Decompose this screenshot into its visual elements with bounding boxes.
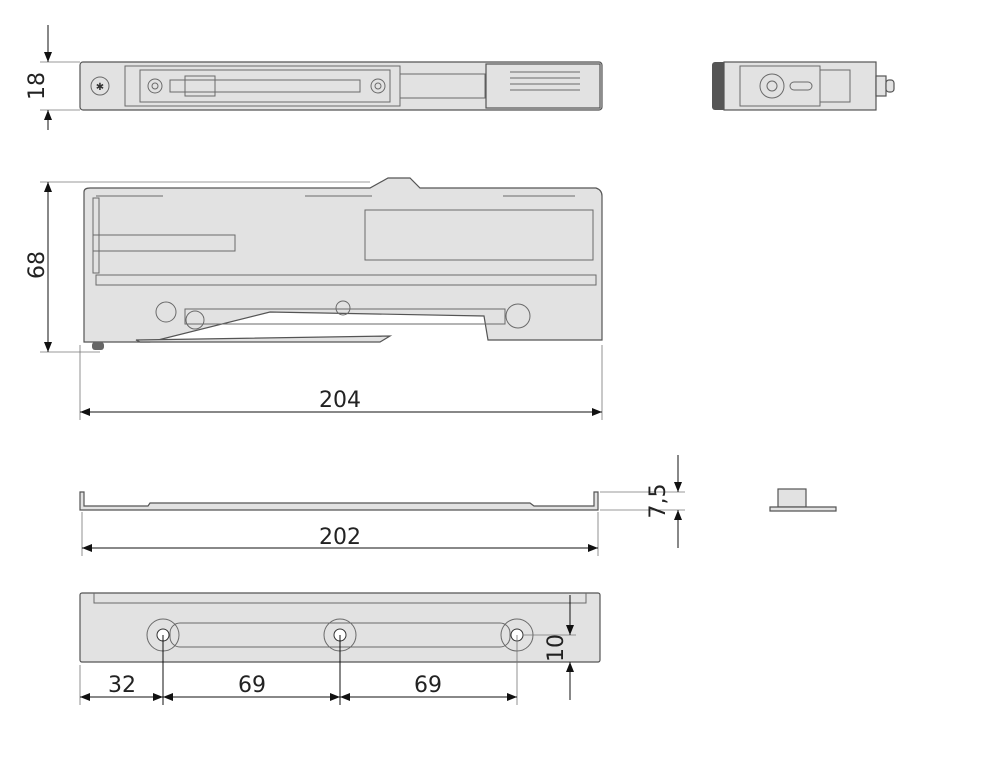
dim-hole-spacing-2: 69 <box>414 673 442 698</box>
dim-top-height: 18 <box>25 72 50 100</box>
top-view: ✱ 18 <box>25 25 603 130</box>
dim-plate-length: 202 <box>319 525 361 550</box>
dim-hole-spacing-1: 69 <box>238 673 266 698</box>
bottom-view: 32 69 69 10 <box>79 592 601 705</box>
dim-hole-offset-first: 32 <box>108 673 136 698</box>
svg-text:✱: ✱ <box>96 82 104 93</box>
dim-front-height: 68 <box>25 251 50 279</box>
dim-front-length: 204 <box>319 388 361 413</box>
plate-side-view: 7,5 202 <box>79 455 837 556</box>
dim-hole-edge-offset: 10 <box>544 634 569 662</box>
dim-plate-thickness: 7,5 <box>646 484 671 519</box>
screw-icon <box>90 76 110 96</box>
side-view <box>712 61 895 111</box>
front-view: 68 204 <box>25 177 603 420</box>
